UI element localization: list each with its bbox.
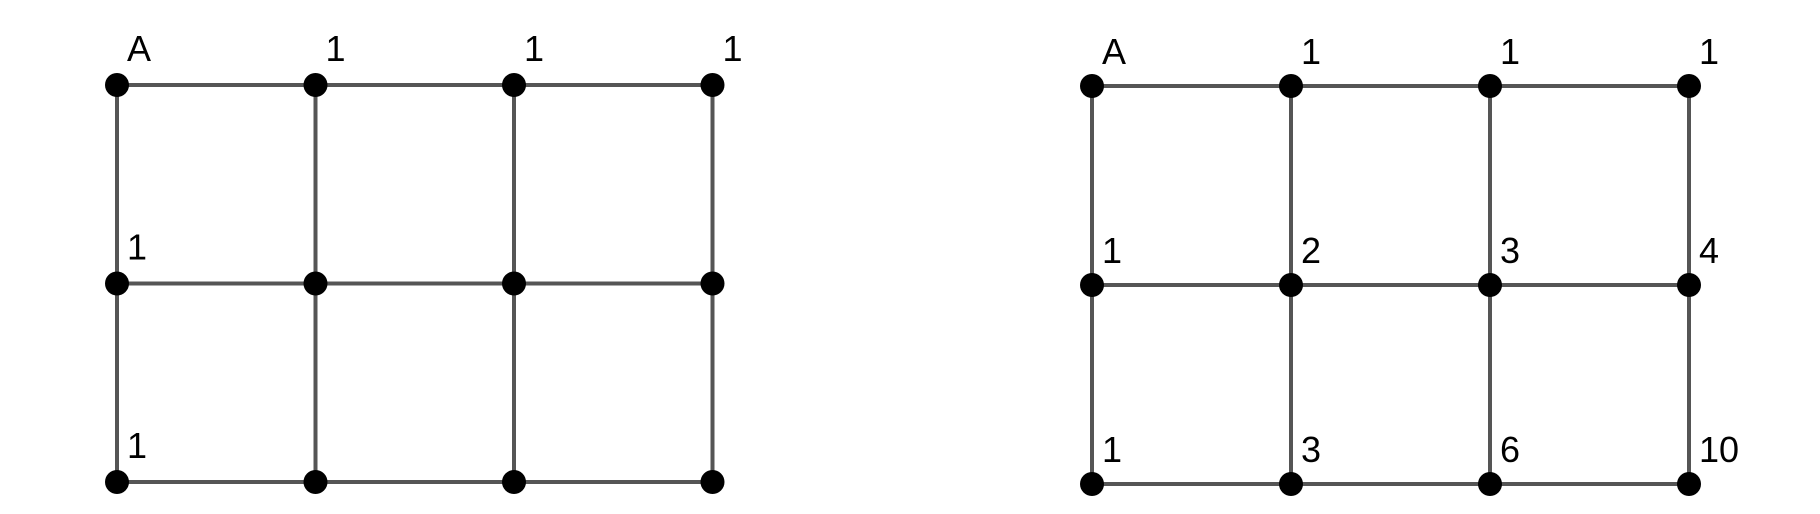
grid-node-r1-c3 bbox=[1677, 273, 1701, 297]
node-label: 1 bbox=[326, 28, 346, 69]
grid-node-r2-c3 bbox=[700, 470, 725, 494]
grid-node-r0-c0 bbox=[105, 73, 129, 97]
grid-node-r2-c0 bbox=[105, 470, 129, 494]
grid-node-r0-c0 bbox=[1080, 74, 1104, 98]
grid-node-r0-c2 bbox=[502, 73, 526, 97]
node-label: A bbox=[1102, 31, 1126, 72]
node-label: 1 bbox=[1102, 429, 1122, 470]
grid-left: A 1 1 1 1 1 bbox=[105, 28, 743, 494]
grid-node-r2-c2 bbox=[1478, 472, 1502, 496]
grid-node-r0-c1 bbox=[1279, 74, 1303, 98]
node-label: 1 bbox=[1699, 31, 1719, 72]
grid-node-r1-c2 bbox=[1478, 273, 1502, 297]
node-label: 6 bbox=[1500, 429, 1520, 470]
grid-right: A 1 1 1 1 2 3 4 1 3 6 10 bbox=[1080, 31, 1739, 496]
node-label: 4 bbox=[1699, 230, 1719, 271]
grid-node-r1-c1 bbox=[303, 271, 328, 296]
node-label: 1 bbox=[723, 28, 743, 69]
node-label: 3 bbox=[1301, 429, 1321, 470]
grid-node-r1-c0 bbox=[105, 271, 129, 296]
grid-node-r2-c2 bbox=[502, 470, 526, 494]
node-label: 1 bbox=[524, 28, 544, 69]
grid-node-r1-c2 bbox=[502, 271, 526, 296]
grid-node-r2-c3 bbox=[1677, 472, 1701, 496]
grid-node-r2-c1 bbox=[303, 470, 328, 494]
grid-node-r0-c1 bbox=[303, 73, 328, 97]
grid-node-r2-c0 bbox=[1080, 472, 1104, 496]
node-label: 1 bbox=[1102, 230, 1122, 271]
node-label: 1 bbox=[127, 425, 147, 466]
grid-node-r0-c2 bbox=[1478, 74, 1502, 98]
node-label: 1 bbox=[127, 227, 147, 268]
grid-node-r1-c1 bbox=[1279, 273, 1303, 297]
node-label: A bbox=[127, 28, 151, 69]
grid-node-r1-c0 bbox=[1080, 273, 1104, 297]
grid-node-r2-c1 bbox=[1279, 472, 1303, 496]
grid-node-r0-c3 bbox=[700, 73, 725, 97]
node-label: 1 bbox=[1500, 31, 1520, 72]
node-label: 2 bbox=[1301, 230, 1321, 271]
node-label: 3 bbox=[1500, 230, 1520, 271]
node-label: 10 bbox=[1699, 429, 1739, 470]
grid-node-r0-c3 bbox=[1677, 74, 1701, 98]
grid-node-r1-c3 bbox=[700, 271, 725, 296]
node-label: 1 bbox=[1301, 31, 1321, 72]
